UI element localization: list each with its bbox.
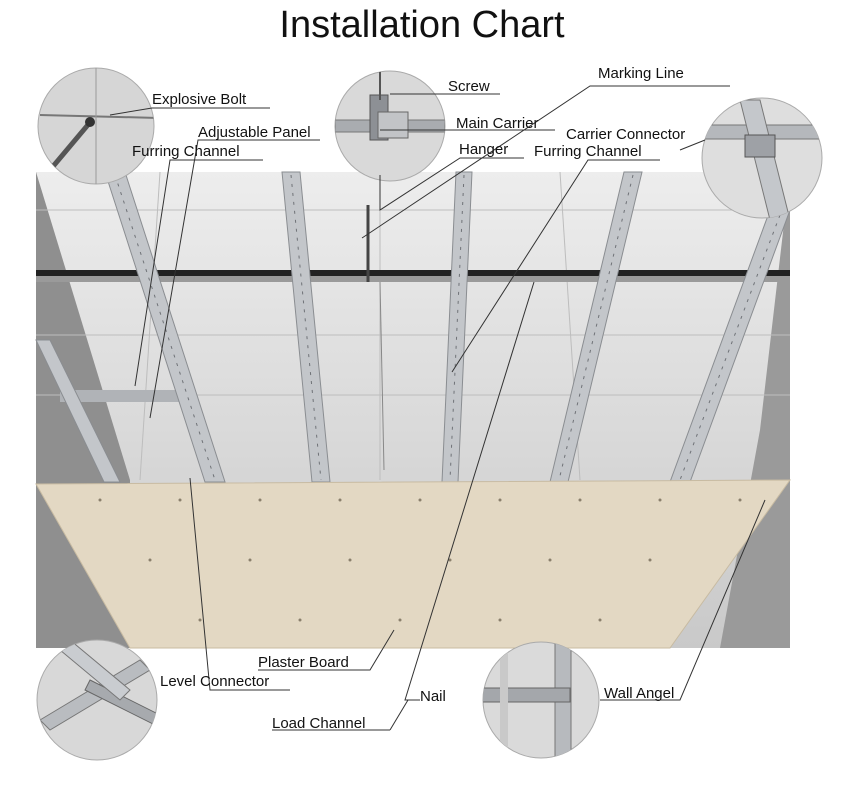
label-screw: Screw: [448, 78, 490, 95]
label-furring-channel-right: Furring Channel: [534, 143, 642, 160]
label-carrier-connector: Carrier Connector: [566, 126, 686, 143]
load-carrier-bar: [60, 390, 180, 402]
label-plaster-board: Plaster Board: [258, 654, 349, 671]
detail-wall-angel: [482, 641, 600, 759]
label-adjustable-panel: Adjustable Panel: [198, 124, 311, 141]
label-marking-line: Marking Line: [598, 65, 684, 82]
right-wall: [720, 172, 790, 648]
board-nails: [98, 498, 742, 622]
page-title: Installation Chart: [279, 4, 565, 46]
label-wall-angel: Wall Angel: [604, 685, 675, 702]
detail-explosive-bolt: [37, 67, 155, 185]
detail-carrier-connector: [701, 97, 823, 219]
label-level-connector: Level Connector: [160, 673, 270, 690]
furring-channels: [35, 171, 791, 483]
detail-level-connector: [36, 639, 158, 761]
label-load-channel: Load Channel: [272, 715, 366, 732]
detail-screw-main-carrier: [334, 70, 446, 182]
label-main-carrier: Main Carrier: [456, 115, 539, 132]
label-nail: Nail: [420, 688, 446, 705]
label-furring-channel-left: Furring Channel: [132, 143, 240, 160]
label-hanger: Hanger: [459, 141, 509, 158]
main-carrier-bar: [36, 270, 790, 276]
leader-lines: [109, 85, 766, 731]
label-explosive-bolt: Explosive Bolt: [152, 91, 247, 108]
plaster-board: [35, 479, 791, 649]
